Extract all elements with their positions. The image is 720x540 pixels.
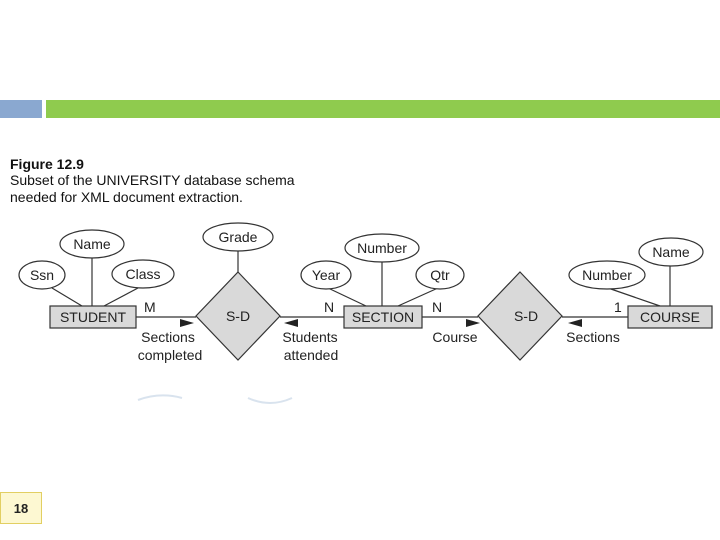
link-student-ssn [51, 287, 83, 307]
relationship-sd-right: S-D [477, 271, 563, 361]
relationship-sd-right-label: S-D [514, 308, 538, 324]
arrow-students-attended [284, 319, 298, 327]
role-sections: Sections [566, 329, 620, 345]
entity-course-label: COURSE [640, 309, 700, 325]
arrow-sections-completed [180, 319, 194, 327]
attr-section-year: Year [312, 267, 341, 283]
role-students-attended-2: attended [284, 347, 339, 363]
attr-student-class: Class [125, 266, 160, 282]
role-course: Course [432, 329, 477, 345]
smudge-mark-right [247, 397, 293, 404]
figure-caption: Figure 12.9 Subset of the UNIVERSITY dat… [10, 156, 295, 206]
attr-student-class-oval [111, 259, 175, 289]
link-course-number [607, 287, 661, 307]
role-sections-completed-2: completed [138, 347, 203, 363]
arrow-course [466, 319, 480, 327]
accent-bar-blue [0, 100, 42, 118]
caption-line-2: needed for XML document extraction. [10, 189, 243, 205]
attr-course-name-oval [638, 237, 704, 267]
arrow-sections [568, 319, 582, 327]
cardinality-course: 1 [614, 299, 622, 315]
attr-section-number-oval [344, 233, 420, 263]
accent-bar-green [46, 100, 720, 118]
slide-page-number: 18 [0, 492, 42, 524]
entity-section: SECTION [343, 305, 423, 329]
role-students-attended-1: Students [282, 329, 337, 345]
link-section-qtr [397, 287, 439, 307]
cardinality-section-right: N [432, 299, 442, 315]
relationship-sd-left: S-D [195, 271, 281, 361]
attr-section-number: Number [357, 240, 407, 256]
attr-student-ssn: Ssn [30, 267, 54, 283]
attr-course-number-oval [568, 260, 646, 290]
cardinality-student: M [144, 299, 156, 315]
attr-section-qtr: Qtr [430, 267, 450, 283]
role-sections-completed-1: Sections [141, 329, 195, 345]
smudge-mark-left [137, 394, 183, 401]
attr-student-name: Name [73, 236, 111, 252]
attr-course-number: Number [582, 267, 632, 283]
attr-grade-oval [202, 222, 274, 252]
link-student-class [103, 287, 139, 307]
attr-section-qtr-oval [415, 260, 465, 290]
caption-line-1: Subset of the UNIVERSITY database schema [10, 172, 295, 188]
link-section-year [327, 287, 367, 307]
attr-grade: Grade [219, 229, 258, 245]
attr-section-year-oval [300, 260, 352, 290]
entity-section-label: SECTION [352, 309, 414, 325]
relationship-sd-left-label: S-D [226, 308, 250, 324]
entity-student-label: STUDENT [60, 309, 127, 325]
cardinality-section-left: N [324, 299, 334, 315]
attr-student-name-oval [59, 229, 125, 259]
entity-course: COURSE [627, 305, 713, 329]
figure-title: Figure 12.9 [10, 156, 84, 172]
attr-student-ssn-oval [18, 260, 66, 290]
attr-course-name: Name [652, 244, 690, 260]
entity-student: STUDENT [49, 305, 137, 329]
